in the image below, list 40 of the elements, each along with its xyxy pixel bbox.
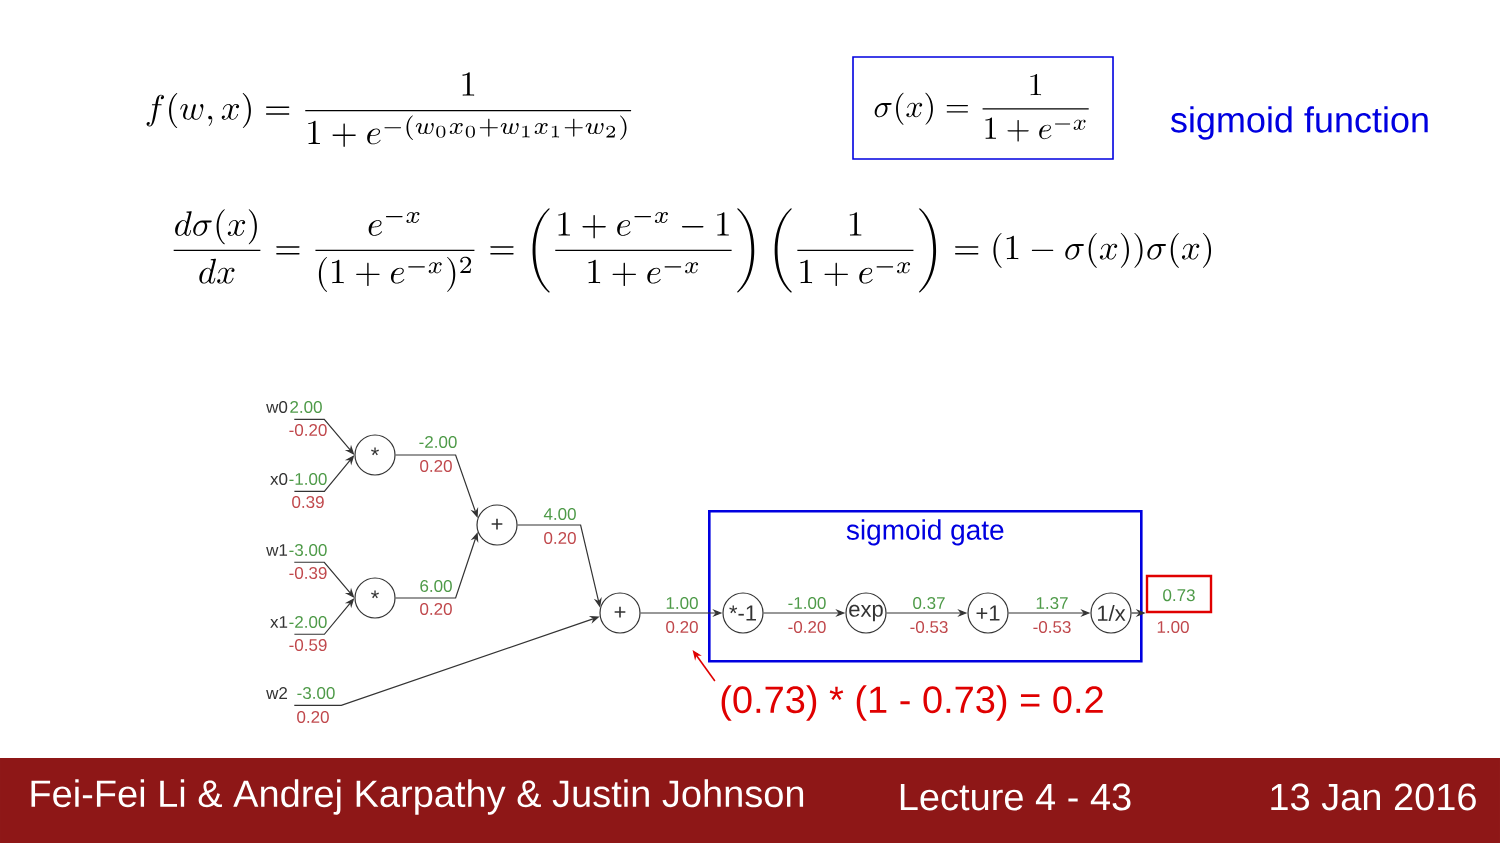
value-label: 1.37 (1036, 597, 1068, 609)
input-label: x0 (270, 473, 288, 485)
value-label: 1.00 (666, 597, 698, 609)
formula: $f(w,x)=\frac{1}{1+e^{-(w_0x_0+w_1x_1+w_2)}}$ (146, 72, 632, 147)
footer-text: Lecture 4 - 43 (900, 783, 1131, 811)
value-label: -3.00 (297, 687, 335, 699)
value-label: 0.37 (913, 597, 945, 609)
value-label: -3.00 (289, 544, 327, 556)
value-label: 6.00 (420, 580, 452, 592)
output-box: 0.73 (1145, 574, 1213, 614)
gradient-label: 0.20 (297, 711, 329, 723)
gradient-label: -0.53 (1033, 621, 1071, 633)
gradient-label: 1.00 (1157, 621, 1189, 633)
gradient-label: -0.53 (910, 621, 948, 633)
input-label: w0 (266, 401, 288, 413)
value-label: 4.00 (543, 508, 576, 520)
gradient-label: 0.20 (420, 460, 452, 472)
arrow (395, 454, 479, 518)
gradient-label: -0.20 (289, 424, 327, 436)
footer-text: Fei-Fei Li & Andrej Karpathy & Justin Johnson (31, 779, 804, 815)
value-label: -1.00 (788, 597, 826, 609)
gradient-label: 0.20 (420, 603, 452, 615)
gradient-label: -0.20 (788, 621, 826, 633)
gradient-label: 0.39 (292, 496, 324, 508)
node-label: sigmoid function (1170, 106, 1428, 140)
formula: $\frac{d\sigma(x)}{dx}=\frac{e^{-x}}{(1+e^{-x})^2}=\left(\frac{1+e^{-x}-1}{1+e^{-x}}\right)\left(\frac{1}{1+e^{-x}}\right)=(1-\sigma(x))\sigma(x)$ (173, 208, 1212, 293)
value-label: 2.00 (290, 401, 322, 413)
annotation: (0.73) * (1 - 0.73) = 0.2 (721, 685, 1103, 721)
input-label: w1 (266, 544, 288, 556)
input-label: w2 (266, 687, 287, 699)
gradient-label: -0.39 (289, 567, 327, 579)
value-label: -2.00 (419, 436, 457, 448)
formula-box: $\sigma(x)=\frac{1}{1+e^{-x}}$ (852, 56, 1114, 160)
gradient-label: 0.20 (544, 532, 576, 544)
gradient-label: -0.59 (289, 639, 327, 651)
gradient-label: 0.20 (666, 621, 698, 633)
value-label: -2.00 (289, 616, 327, 628)
value-label: -1.00 (289, 473, 327, 485)
input-label: x1 (270, 616, 288, 628)
footer-text: 13 Jan 2016 (1271, 783, 1476, 811)
